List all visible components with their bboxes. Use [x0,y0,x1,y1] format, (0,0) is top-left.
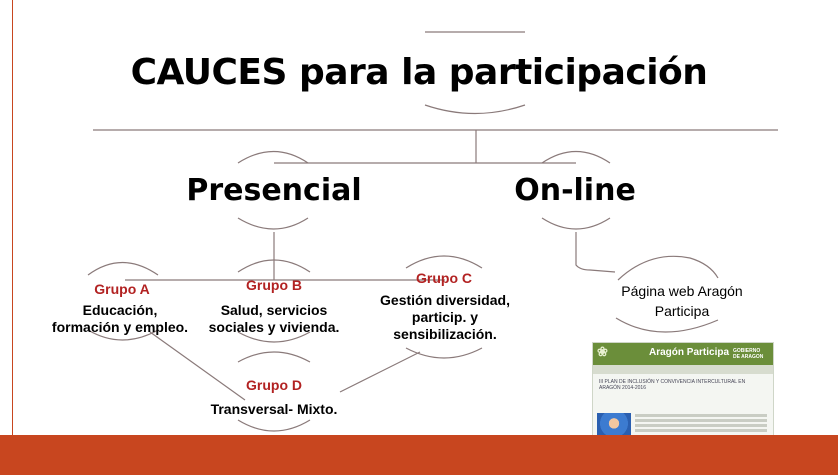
group-a-label: Grupo A [94,281,150,297]
group-b-desc-line: Salud, servicios [220,302,328,318]
group-a-desc: Educación, formación y empleo. [30,302,210,336]
group-c-desc-line: particip. y [411,309,479,325]
gobierno-aragon-logo: GOBIERNO DE ARAGON [733,348,763,360]
thumbnail-site-name: Aragón Participa [649,347,730,358]
aragon-participa-logo: ❀ [597,345,608,360]
thumbnail-text-line [635,419,767,422]
group-a-desc-line: formación y empleo. [51,319,189,335]
branch-presencial: Presencial [186,173,362,208]
diagram-title: CAUCES para la participación [130,52,708,93]
thumbnail-header-bar [593,343,773,365]
group-b-desc-line: sociales y vivienda. [208,319,340,335]
group-c-desc-line: Gestión diversidad, [380,292,510,308]
thumbnail-heading: III PLAN DE INCLUSIÓN Y CONVIVENCIA INTE… [599,379,769,391]
branch-online: On-line [514,173,636,208]
group-a-desc-line: Educación, [82,302,158,318]
thumbnail-text-line [635,414,767,417]
website-thumbnail: ❀ Aragón Participa GOBIERNO DE ARAGON II… [592,342,774,437]
group-c-label: Grupo C [416,270,472,286]
thumbnail-heading-line: III PLAN DE INCLUSIÓN Y CONVIVENCIA INTE… [599,379,746,385]
group-d-label: Grupo D [246,377,302,393]
gov-label-line: DE ARAGON [733,354,764,360]
thumbnail-nav-bar [593,365,773,374]
gov-label-line: GOBIERNO [733,348,761,354]
online-web-line: Página web Aragón [621,283,743,299]
thumbnail-text-line [635,424,767,427]
group-c-desc: Gestión diversidad, particip. y sensibil… [364,292,526,343]
left-accent-line [12,0,13,435]
thumbnail-text-line [635,429,767,432]
thumbnail-heading-line: ARAGÓN 2014-2016 [599,385,646,391]
online-web-line: Participa [654,303,710,319]
group-d-desc: Transversal- Mixto. [210,401,338,417]
group-b-desc: Salud, servicios sociales y vivienda. [194,302,354,336]
group-c-desc-line: sensibilización. [393,326,497,342]
online-web-item: Página web Aragón Participa [598,281,766,321]
hands-globe-image [597,413,631,436]
footer-bar [0,435,838,475]
group-b-label: Grupo B [246,277,302,293]
